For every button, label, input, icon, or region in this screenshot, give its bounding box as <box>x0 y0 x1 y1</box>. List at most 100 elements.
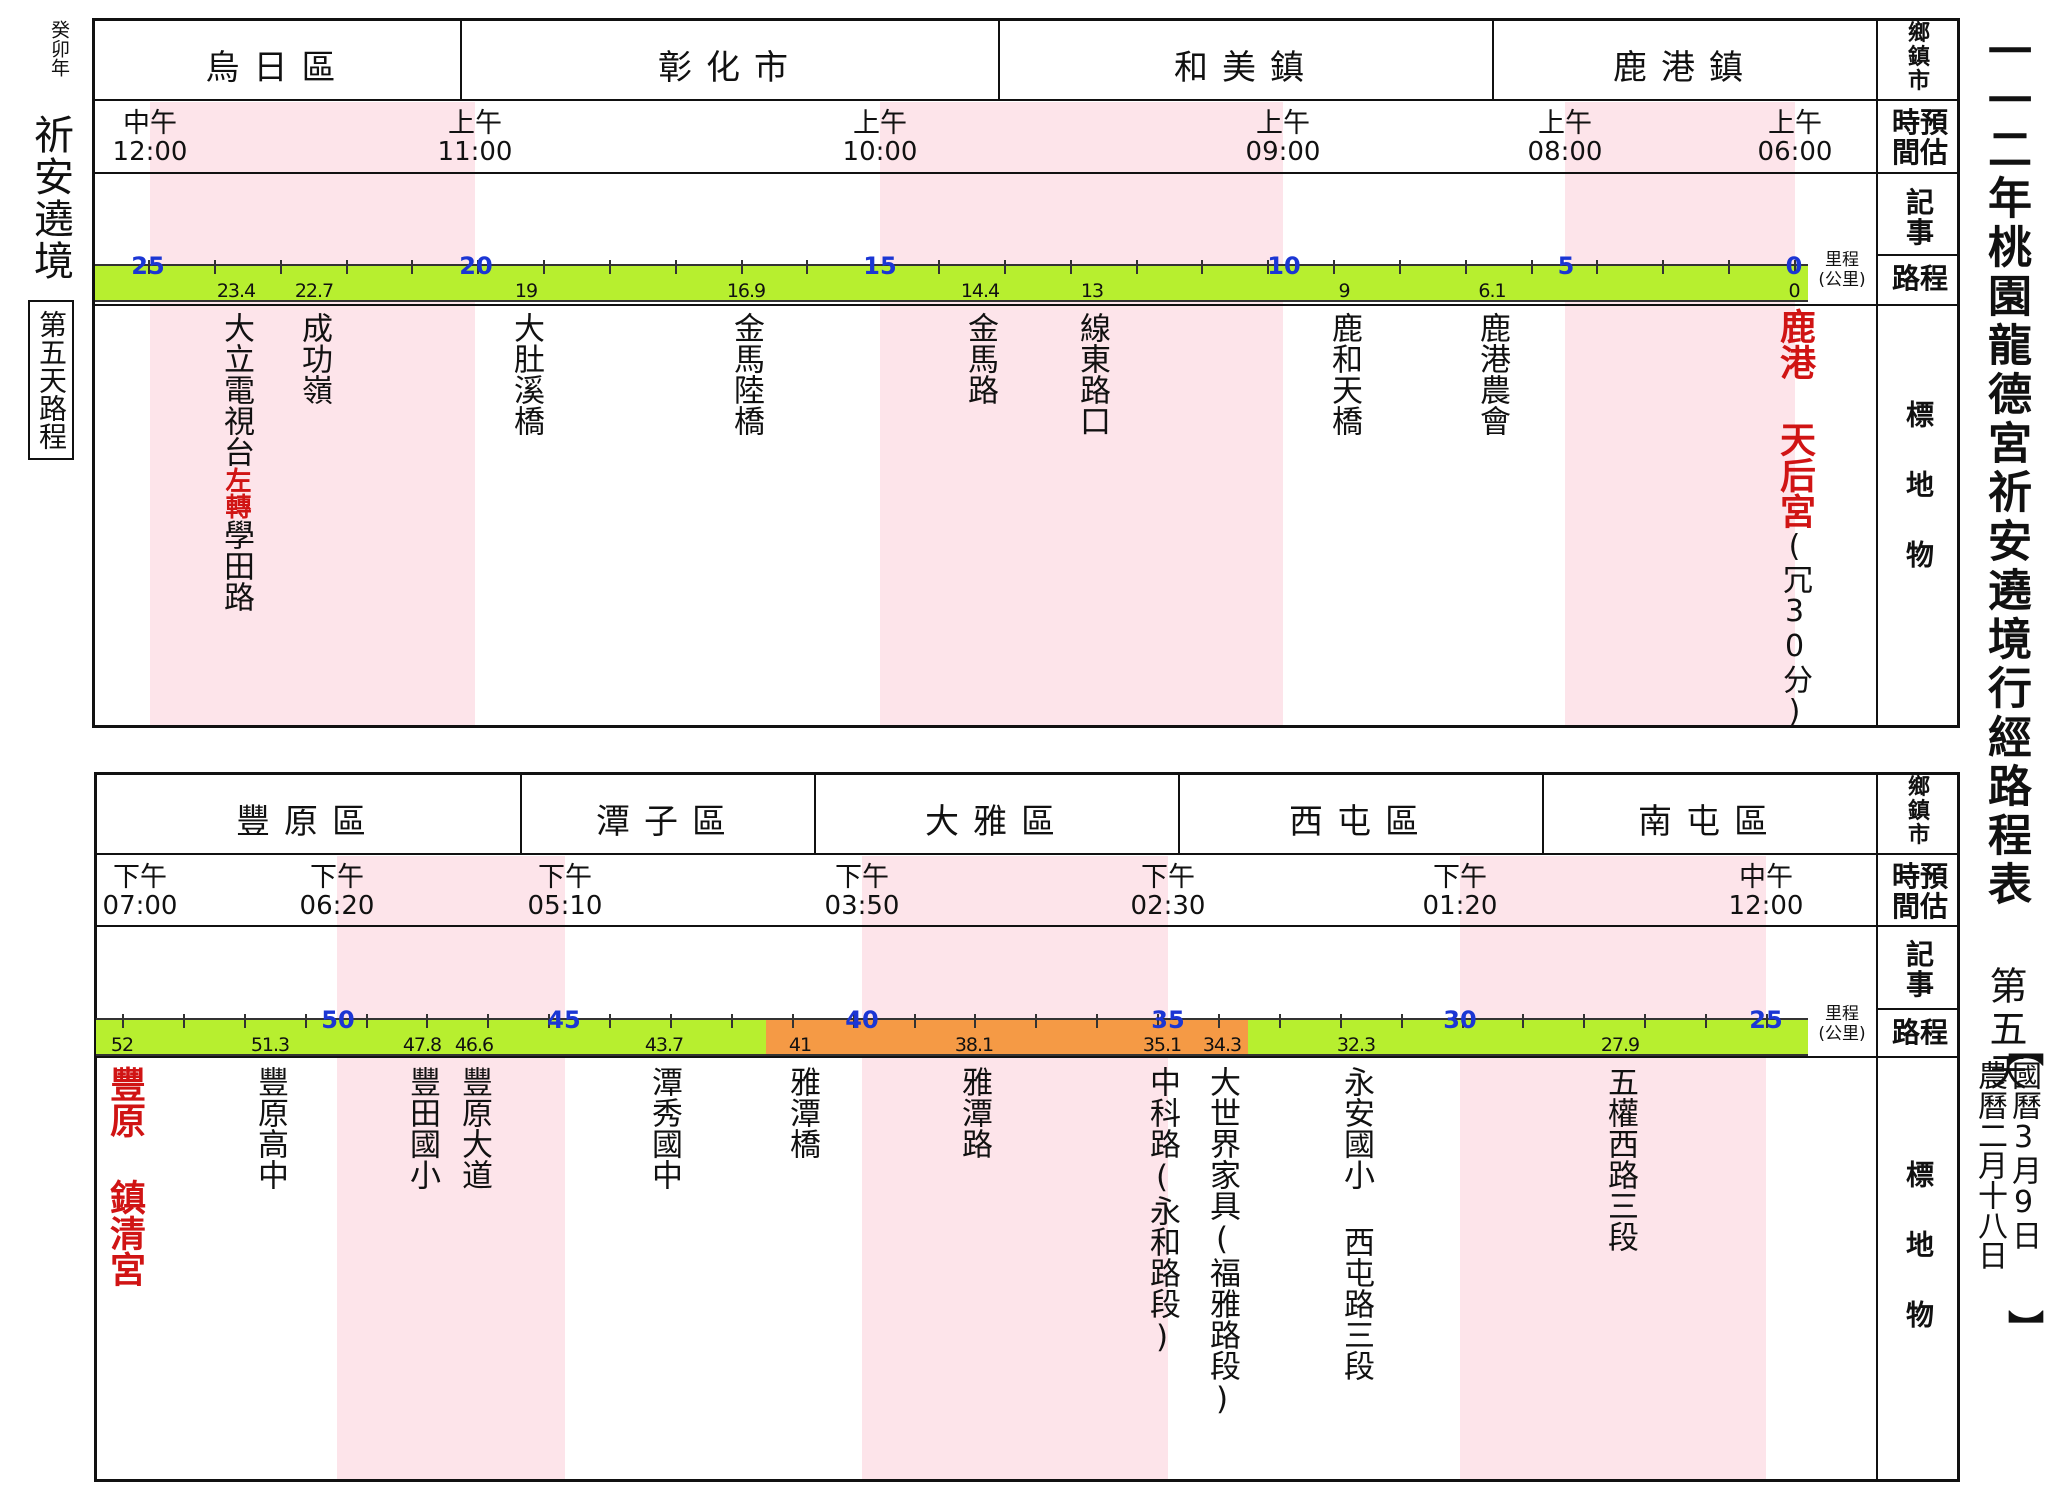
route-bar <box>95 264 1808 302</box>
landmark: 潭秀國中 <box>646 1066 682 1190</box>
km-tick <box>872 260 875 274</box>
landmark: 鹿港農會 <box>1474 312 1510 436</box>
km-value: 23.4 <box>216 280 256 302</box>
km-tick <box>243 1014 246 1028</box>
km-tick <box>304 1014 307 1028</box>
km-tick <box>213 260 216 274</box>
town-divider <box>1492 18 1494 100</box>
km-value: 52 <box>110 1034 134 1056</box>
town-name: 南屯區 <box>1638 802 1782 842</box>
km-value: 51.3 <box>250 1034 290 1056</box>
town-name: 彰化市 <box>658 48 802 88</box>
time-band <box>1565 102 1795 725</box>
km-tick <box>1339 1014 1342 1028</box>
row-label-route: 路程 <box>1891 262 1948 295</box>
landmark: 豐原高中 <box>252 1066 288 1190</box>
km-major: 15 <box>863 252 897 280</box>
row-divider <box>92 304 1960 306</box>
label-column-divider <box>1876 18 1878 728</box>
km-tick <box>1530 260 1533 274</box>
km-value: 19 <box>514 280 538 302</box>
right-title-main: 一一二年桃園龍德宮祈安遶境行經路程表 <box>1980 28 2031 910</box>
time-band <box>337 856 565 1479</box>
km-value: 16.9 <box>726 280 766 302</box>
km-value: 47.8 <box>402 1034 442 1056</box>
km-major: 50 <box>321 1006 355 1034</box>
km-tick <box>740 260 743 274</box>
row-label-notes: 記事 <box>1905 186 1934 249</box>
row-label-towns: 鄉鎮市 <box>1907 775 1930 848</box>
row-label-notes: 記事 <box>1905 938 1934 1001</box>
km-tick <box>730 1014 733 1028</box>
town-divider <box>1542 772 1544 854</box>
km-tick <box>791 1014 794 1028</box>
left-title: 祈安遶境 <box>27 114 73 282</box>
km-value: 9 <box>1338 280 1350 302</box>
km-tick <box>852 1014 855 1028</box>
town-divider <box>520 772 522 854</box>
landmark: 豐田國小 <box>404 1066 440 1190</box>
km-tick <box>670 1014 672 1028</box>
bracket-close: 】 <box>2002 1310 2043 1346</box>
landmark: 線東路口 <box>1074 312 1110 436</box>
right-title-day: 第五天 <box>1983 966 2027 1095</box>
km-unit-label: 里程(公里) <box>1818 250 1866 290</box>
gregorian-date: 國曆3月9日 <box>2006 1060 2041 1250</box>
km-value: 14.4 <box>960 280 1000 302</box>
landmark: 大肚溪橋 <box>508 312 544 436</box>
row-divider <box>728 925 1960 927</box>
km-tick <box>1157 1014 1160 1028</box>
row-label-landmarks: 標地物 <box>1902 400 1935 610</box>
row-divider <box>92 99 1960 101</box>
row-divider <box>94 1056 1960 1058</box>
km-tick <box>1069 260 1072 274</box>
km-tick <box>1766 1014 1768 1028</box>
landmark-temple: 豐原 鎮清宮 <box>104 1066 145 1287</box>
time-band <box>150 102 475 725</box>
town-divider <box>998 18 1000 100</box>
km-major: 35 <box>1151 1006 1185 1034</box>
day-box: 第五天路程 <box>28 300 74 460</box>
km-value: 43.7 <box>644 1034 684 1056</box>
km-major: 40 <box>845 1006 879 1034</box>
km-major: 25 <box>131 252 165 280</box>
row-divider <box>1878 254 1960 256</box>
row-divider <box>92 172 1960 174</box>
km-tick <box>1596 260 1599 274</box>
km-tick <box>1333 260 1336 274</box>
km-major: 5 <box>1557 252 1575 280</box>
town-name: 西屯區 <box>1289 802 1433 842</box>
km-tick <box>1278 1014 1281 1028</box>
km-tick <box>974 1014 977 1028</box>
km-tick <box>913 1014 916 1028</box>
row-label-time: 時預間估 <box>1891 860 1948 923</box>
landmark-temple: 鹿港 天后宮(冗30分) <box>1774 308 1815 729</box>
km-major: 30 <box>1443 1006 1477 1034</box>
landmark: 五權西路三段 <box>1602 1066 1638 1252</box>
km-tick <box>1218 1014 1220 1028</box>
km-tick <box>345 260 348 274</box>
km-tick <box>1522 1014 1525 1028</box>
km-major: 0 <box>1785 252 1803 280</box>
km-tick <box>148 260 150 274</box>
row-label-landmarks: 標地物 <box>1902 1160 1935 1370</box>
landmark: 金馬路 <box>962 312 998 405</box>
km-value: 0 <box>1788 280 1800 302</box>
km-tick <box>122 1014 124 1028</box>
km-tick <box>806 260 809 274</box>
km-value: 46.6 <box>454 1034 494 1056</box>
km-tick <box>1267 260 1270 274</box>
town-name: 豐原區 <box>236 802 380 842</box>
km-tick <box>1035 1014 1038 1028</box>
km-tick <box>279 260 282 274</box>
km-tick <box>426 1014 429 1028</box>
km-unit-label: 里程(公里) <box>1818 1004 1866 1044</box>
